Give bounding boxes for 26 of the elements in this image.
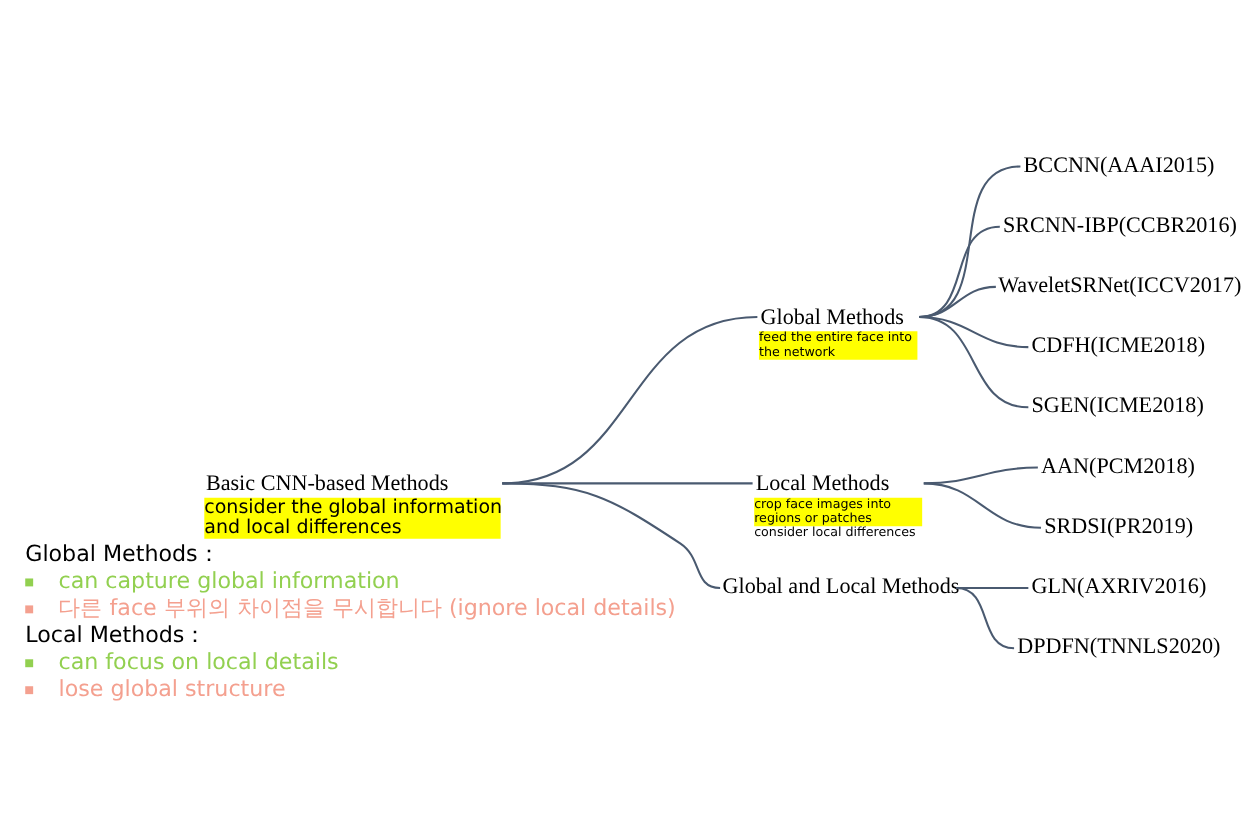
connector — [502, 481, 721, 588]
connector — [923, 481, 1042, 528]
connector — [956, 585, 1029, 588]
node-text: Global and Local Methods — [722, 574, 960, 599]
connector — [956, 585, 1015, 649]
node-text: SGEN(ICME2018) — [1031, 393, 1204, 418]
node-box: consider the global information and local differences — [204, 496, 501, 538]
node-label: Global Methods — [760, 304, 904, 329]
node-label: Basic CNN-based Methods — [205, 471, 449, 496]
label: Global Methods： — [25, 540, 220, 567]
node-label: Local Methods — [755, 471, 890, 496]
node-text: SRCNN-IBP(CCBR2016) — [1002, 212, 1237, 237]
node-text: SRDSI(PR2019) — [1044, 513, 1194, 538]
connector — [923, 465, 1038, 484]
label: lose global structure — [58, 675, 286, 702]
label: Local Methods： — [25, 621, 207, 648]
node-text: GLN(AXRIV2016) — [1031, 574, 1207, 599]
node-text: AAN(PCM2018) — [1041, 453, 1195, 478]
node-text: DPDFN(TNNLS2020) — [1017, 634, 1221, 659]
label: 다른 face 부위의 차이점을 무시합니다 (ignore local details) — [58, 594, 676, 621]
node-text: CDFH(ICME2018) — [1031, 333, 1206, 358]
label: can capture global information — [58, 567, 400, 594]
connector — [918, 314, 1029, 408]
label: can focus on local details — [58, 648, 339, 675]
node-text: BCCNN(AAAI2015) — [1023, 152, 1215, 177]
node-text: WaveletSRNet(ICCV2017) — [998, 272, 1242, 297]
